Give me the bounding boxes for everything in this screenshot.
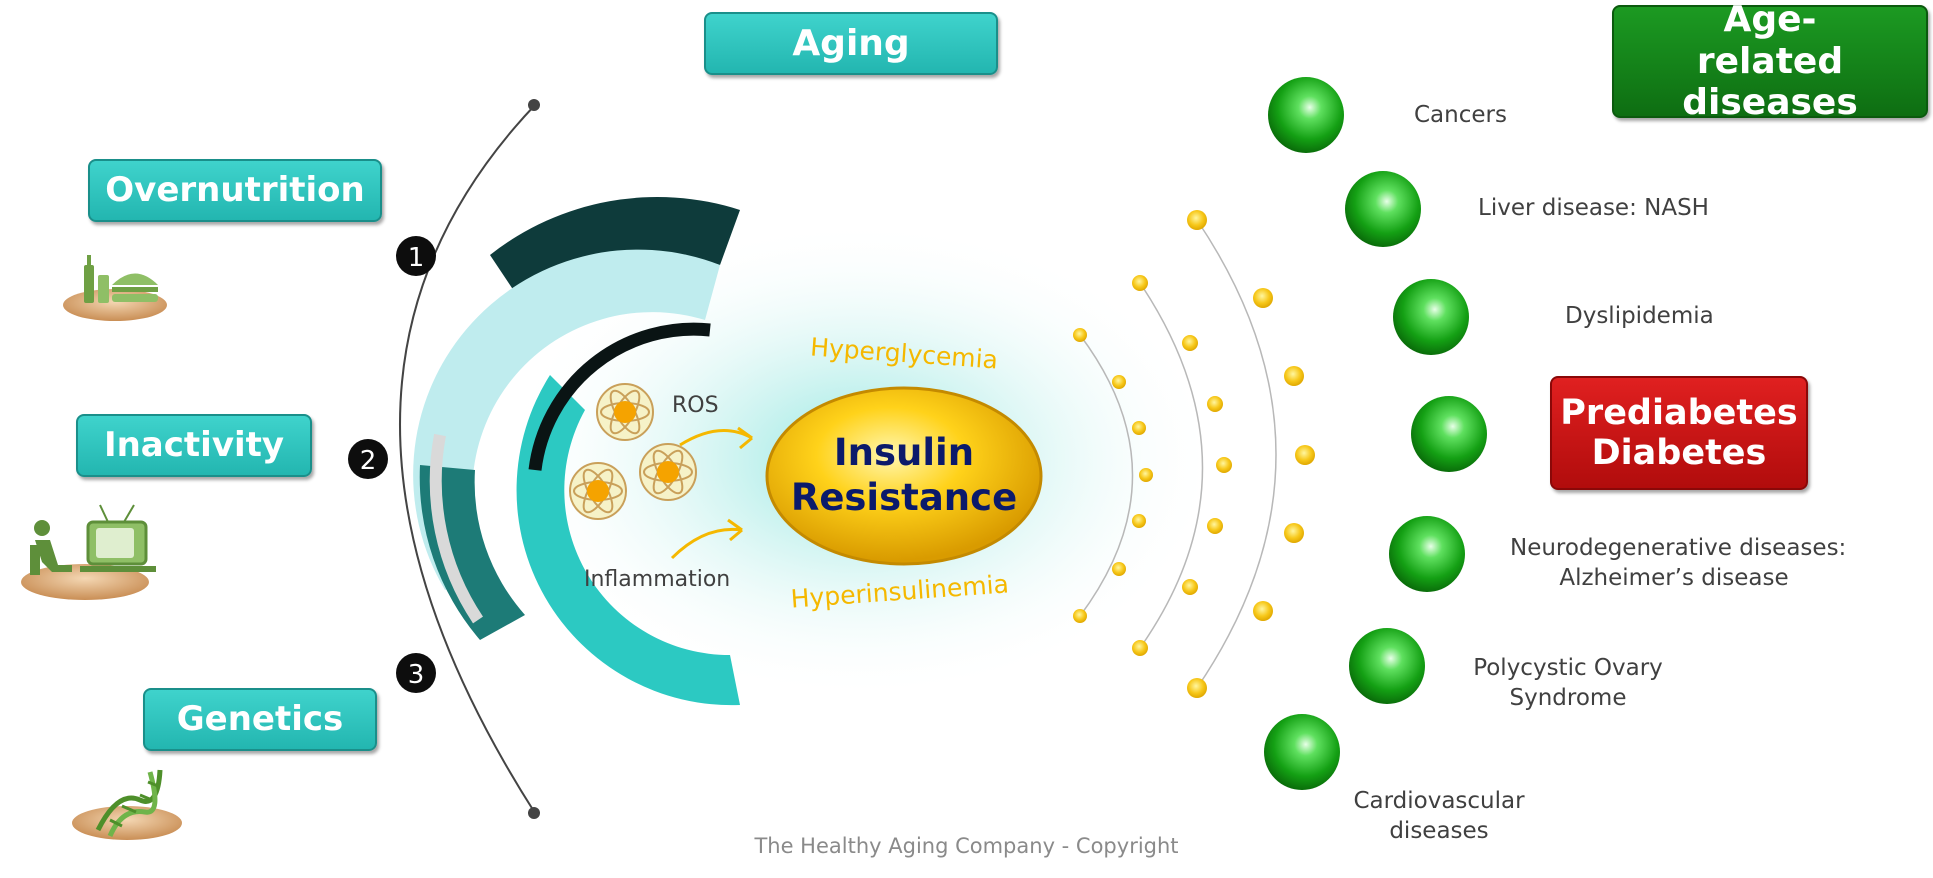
sphere-icon: [1268, 77, 1344, 153]
disease-cancers: Cancers: [1414, 102, 1507, 128]
overnutrition-label: Overnutrition: [88, 159, 382, 222]
sphere-icon: [1345, 171, 1421, 247]
disease-dyslipidemia: Dyslipidemia: [1565, 303, 1714, 329]
resistance-label: Resistance: [791, 476, 1017, 519]
ring-gray: [429, 433, 483, 624]
dotted-arc-3: [1196, 219, 1277, 689]
sphere-icon: [1389, 516, 1465, 592]
sphere-icon: [1264, 714, 1340, 790]
inflammation-arrow: [670, 527, 743, 560]
ring-light: [413, 249, 720, 590]
ring-dark-teal-left: [419, 465, 525, 640]
inactivity-label: Inactivity: [76, 414, 312, 477]
pcos-line-2: Syndrome: [1509, 684, 1627, 711]
pcos-line-1: Polycystic Ovary: [1473, 655, 1663, 681]
ring-black: [528, 322, 711, 471]
ring-teal-main: [516, 375, 740, 706]
arc-end-top: [528, 99, 540, 111]
outer-arc: [399, 104, 536, 814]
inflammation-label: Inflammation: [584, 567, 730, 592]
neuro-line-1: Neurodegenerative diseases:: [1510, 535, 1847, 561]
insulin-resistance-ellipse: [765, 386, 1043, 566]
disease-pcos: Polycystic Ovary Syndrome: [1468, 654, 1668, 714]
ros-label: ROS: [672, 393, 719, 418]
step-2: 2: [348, 439, 388, 479]
inflammation-arrowhead: [727, 518, 743, 542]
sphere-icon: [1411, 396, 1487, 472]
svg-text:2: 2: [360, 446, 377, 476]
svg-text:1: 1: [408, 243, 425, 273]
prediabetes-text: Prediabetes: [1560, 392, 1798, 433]
wine-burger-icon: [63, 255, 167, 321]
atom-icon: [639, 443, 697, 501]
dotted-arc-2: [1139, 282, 1204, 649]
sphere-icon: [1393, 279, 1469, 355]
cardio-line-2: diseases: [1389, 817, 1489, 844]
disease-cardiovascular: Cardiovascular diseases: [1344, 787, 1534, 847]
step-3: 3: [396, 653, 436, 693]
atom-icon: [569, 462, 627, 520]
dna-icon: [72, 769, 182, 840]
sphere-icon: [1349, 628, 1425, 704]
diabetes-text: Diabetes: [1591, 433, 1767, 473]
step-1: 1: [396, 236, 436, 276]
person-tv-icon: [21, 504, 156, 600]
age-related-diseases-label: Age-related diseases: [1612, 0, 1928, 123]
disease-neurodegenerative: Neurodegenerative diseases: Alzheimer’s …: [1510, 534, 1847, 594]
dotted-arc-1: [1079, 334, 1134, 617]
svg-text:3: 3: [408, 660, 425, 690]
insulin-label: Insulin: [834, 431, 974, 474]
arc-end-bottom: [528, 807, 540, 819]
dot-group: [1073, 210, 1315, 698]
atom-icon: [596, 383, 654, 441]
copyright-footer: The Healthy Aging Company - Copyright: [754, 834, 1179, 858]
cardio-line-1: Cardiovascular: [1353, 788, 1525, 814]
aging-label: Aging: [704, 12, 998, 75]
ros-arrowhead: [737, 426, 753, 450]
disease-liver: Liver disease: NASH: [1478, 195, 1709, 221]
neuro-line-2: Alzheimer’s disease: [1559, 564, 1789, 591]
genetics-label: Genetics: [143, 688, 377, 751]
prediabetes-diabetes-label: Prediabetes Diabetes: [1550, 376, 1808, 490]
